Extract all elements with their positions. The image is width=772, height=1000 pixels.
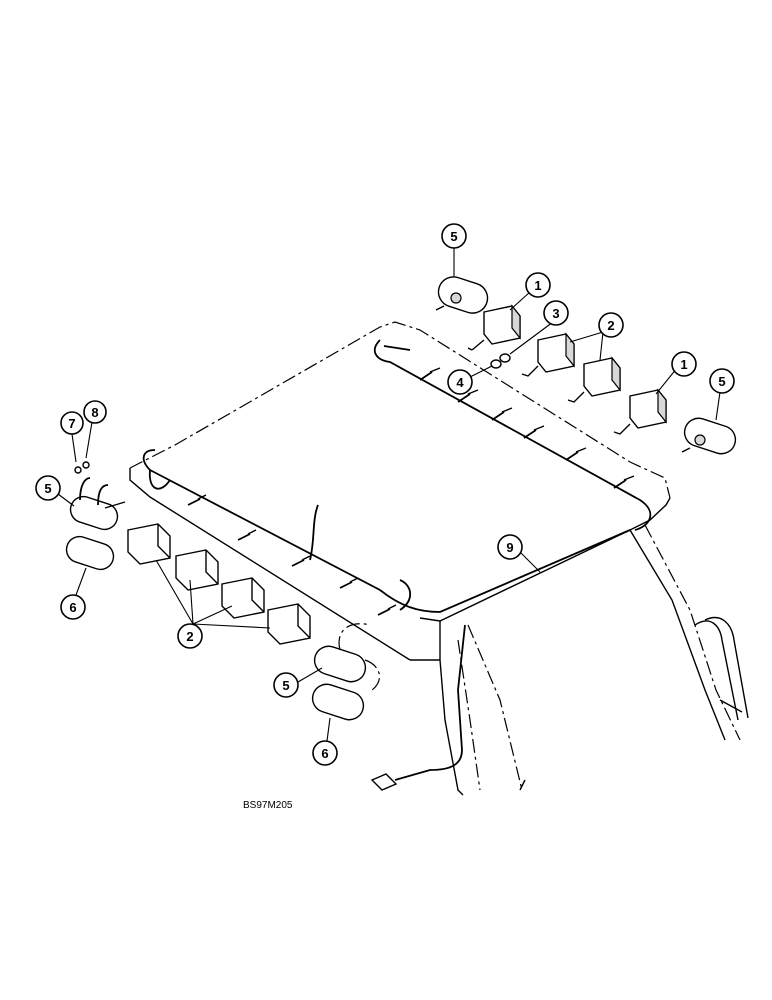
rear-work-lights xyxy=(467,304,667,435)
callout-5-bottom: 5 xyxy=(273,672,299,698)
svg-text:5: 5 xyxy=(282,678,289,693)
callout-6-bottom: 6 xyxy=(312,740,338,766)
svg-text:6: 6 xyxy=(321,746,328,761)
callout-8: 8 xyxy=(83,400,107,424)
callout-2-front: 2 xyxy=(177,623,203,649)
callout-1-left: 1 xyxy=(525,272,551,298)
svg-text:6: 6 xyxy=(69,600,76,615)
callout-2-rear: 2 xyxy=(598,312,624,338)
svg-text:5: 5 xyxy=(718,374,725,389)
svg-text:2: 2 xyxy=(186,629,193,644)
callout-5-right: 5 xyxy=(709,368,735,394)
leader-lines xyxy=(57,248,721,742)
cab-roof xyxy=(129,321,671,661)
callout-5-left: 5 xyxy=(35,475,61,501)
callout-5-top: 5 xyxy=(441,223,467,249)
svg-text:1: 1 xyxy=(680,357,687,372)
front-work-lights xyxy=(127,523,311,645)
callout-4: 4 xyxy=(447,369,473,395)
figure-code: BS97M205 xyxy=(243,800,293,811)
callout-7: 7 xyxy=(60,411,84,435)
svg-text:3: 3 xyxy=(552,306,559,321)
svg-text:4: 4 xyxy=(456,375,464,390)
svg-text:9: 9 xyxy=(506,540,513,555)
svg-text:1: 1 xyxy=(534,278,541,293)
svg-text:7: 7 xyxy=(68,416,75,431)
cab-frame xyxy=(439,524,749,796)
oval-lamps xyxy=(65,276,737,721)
callout-3: 3 xyxy=(543,300,569,326)
callout-1-right: 1 xyxy=(671,351,697,377)
svg-text:5: 5 xyxy=(450,229,457,244)
callout-9: 9 xyxy=(497,534,523,560)
svg-text:8: 8 xyxy=(91,405,98,420)
callout-6-left: 6 xyxy=(60,594,86,620)
svg-text:5: 5 xyxy=(44,481,51,496)
wiring-harness xyxy=(142,339,652,791)
svg-text:2: 2 xyxy=(607,318,614,333)
